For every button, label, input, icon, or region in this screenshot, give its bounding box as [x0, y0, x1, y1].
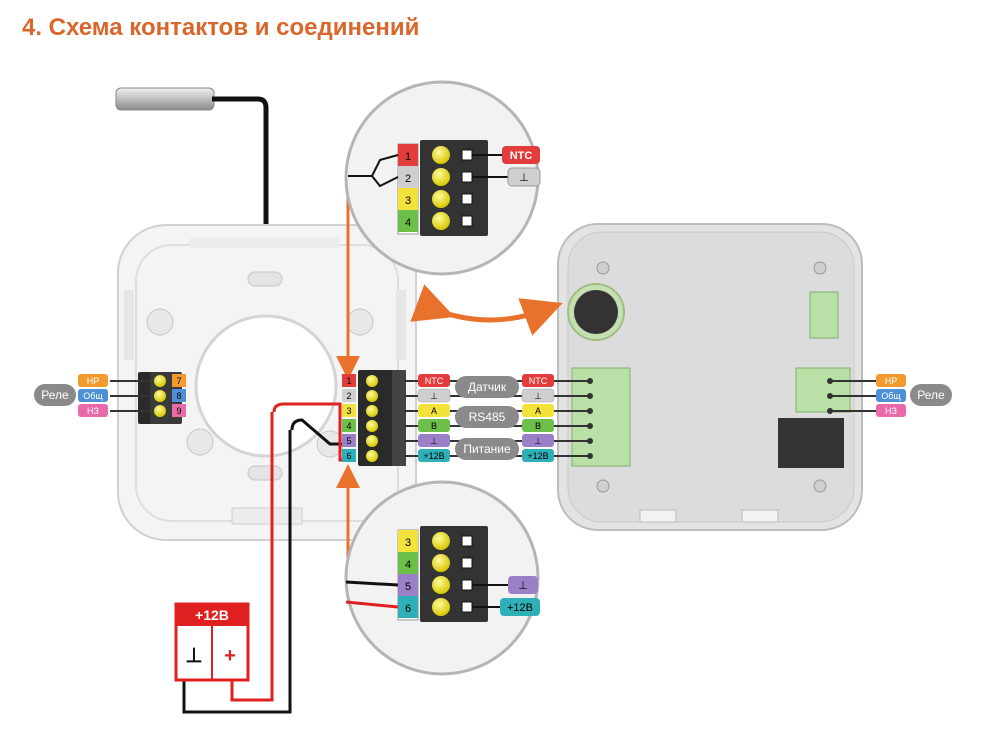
- relay-nr-left: НР: [87, 376, 100, 386]
- relay-pin-8: 8: [176, 391, 181, 401]
- power-supply: [174, 602, 250, 682]
- relay-nz-right: НЗ: [885, 406, 897, 416]
- power-wires: [182, 402, 350, 714]
- group-pills: [34, 376, 952, 460]
- relay-label-right: Реле: [917, 388, 945, 402]
- relay-common-right: Общ: [881, 391, 901, 401]
- zoom-top-pin-4: 4: [405, 217, 411, 229]
- block-pin-1: 1: [346, 376, 351, 386]
- relay-nz-left: НЗ: [87, 406, 99, 416]
- zoom-bottom-pin-5: 5: [405, 581, 411, 593]
- zoom-top-pin-3: 3: [405, 195, 411, 207]
- group-sensor-label: Датчик: [468, 380, 507, 394]
- relay-nr-right: НР: [885, 376, 898, 386]
- block-pin-5: 5: [346, 436, 351, 446]
- group-rs485-label: RS485: [469, 410, 506, 424]
- terminal-screws: [154, 375, 833, 462]
- chip-right-ground: ⊥: [534, 391, 542, 401]
- chip-left-ground-2: ⊥: [430, 436, 438, 446]
- chip-right-a: A: [535, 406, 541, 416]
- zoom-bottom-pin-4: 4: [405, 559, 411, 571]
- chip-right-plus12: +12B: [527, 451, 548, 461]
- block-pin-4: 4: [346, 421, 351, 431]
- relay-label-left: Реле: [41, 388, 69, 402]
- relay-common-left: Общ: [83, 391, 103, 401]
- page-title: 4. Схема контактов и соединений: [22, 14, 420, 41]
- chip-left-a: A: [431, 406, 437, 416]
- relay-pin-7: 7: [176, 376, 181, 386]
- thermostat-back-panel: [557, 223, 863, 531]
- power-minus-icon: ⊥: [185, 645, 202, 667]
- chip-right-b: B: [535, 421, 541, 431]
- relay-pin-9: 9: [176, 406, 181, 416]
- power-plus-icon: +: [224, 645, 236, 667]
- block-pin-2: 2: [346, 391, 351, 401]
- zoom-top-pin-1: 1: [405, 151, 411, 163]
- zoom-bottom-plus-label: +12B: [507, 602, 533, 614]
- swap-arrow-icon: [410, 284, 563, 336]
- zoom-bottom-ground-label: ⊥: [518, 580, 528, 592]
- chip-right-ntc: NTC: [529, 376, 548, 386]
- zoom-bottom-pin-6: 6: [405, 603, 411, 615]
- zoom-top-ntc-label: NTC: [510, 150, 533, 162]
- block-pin-3: 3: [346, 406, 351, 416]
- zoom-top-ground-label: ⊥: [519, 172, 529, 184]
- chip-left-b: B: [431, 421, 437, 431]
- chip-left-plus12: +12B: [423, 451, 444, 461]
- zoom-bottom-pin-3: 3: [405, 537, 411, 549]
- terminal-chips: [78, 374, 906, 462]
- group-power-label: Питание: [463, 442, 511, 456]
- main-terminal-block: [358, 370, 406, 466]
- zoom-top-pin-2: 2: [405, 173, 411, 185]
- chip-left-ground: ⊥: [430, 391, 438, 401]
- block-pin-6: 6: [346, 451, 351, 461]
- power-supply-label: +12В: [195, 607, 229, 623]
- chip-right-ground-2: ⊥: [534, 436, 542, 446]
- zoom-bottom: [344, 480, 540, 676]
- zoom-top: [344, 80, 541, 276]
- chip-left-ntc: NTC: [425, 376, 444, 386]
